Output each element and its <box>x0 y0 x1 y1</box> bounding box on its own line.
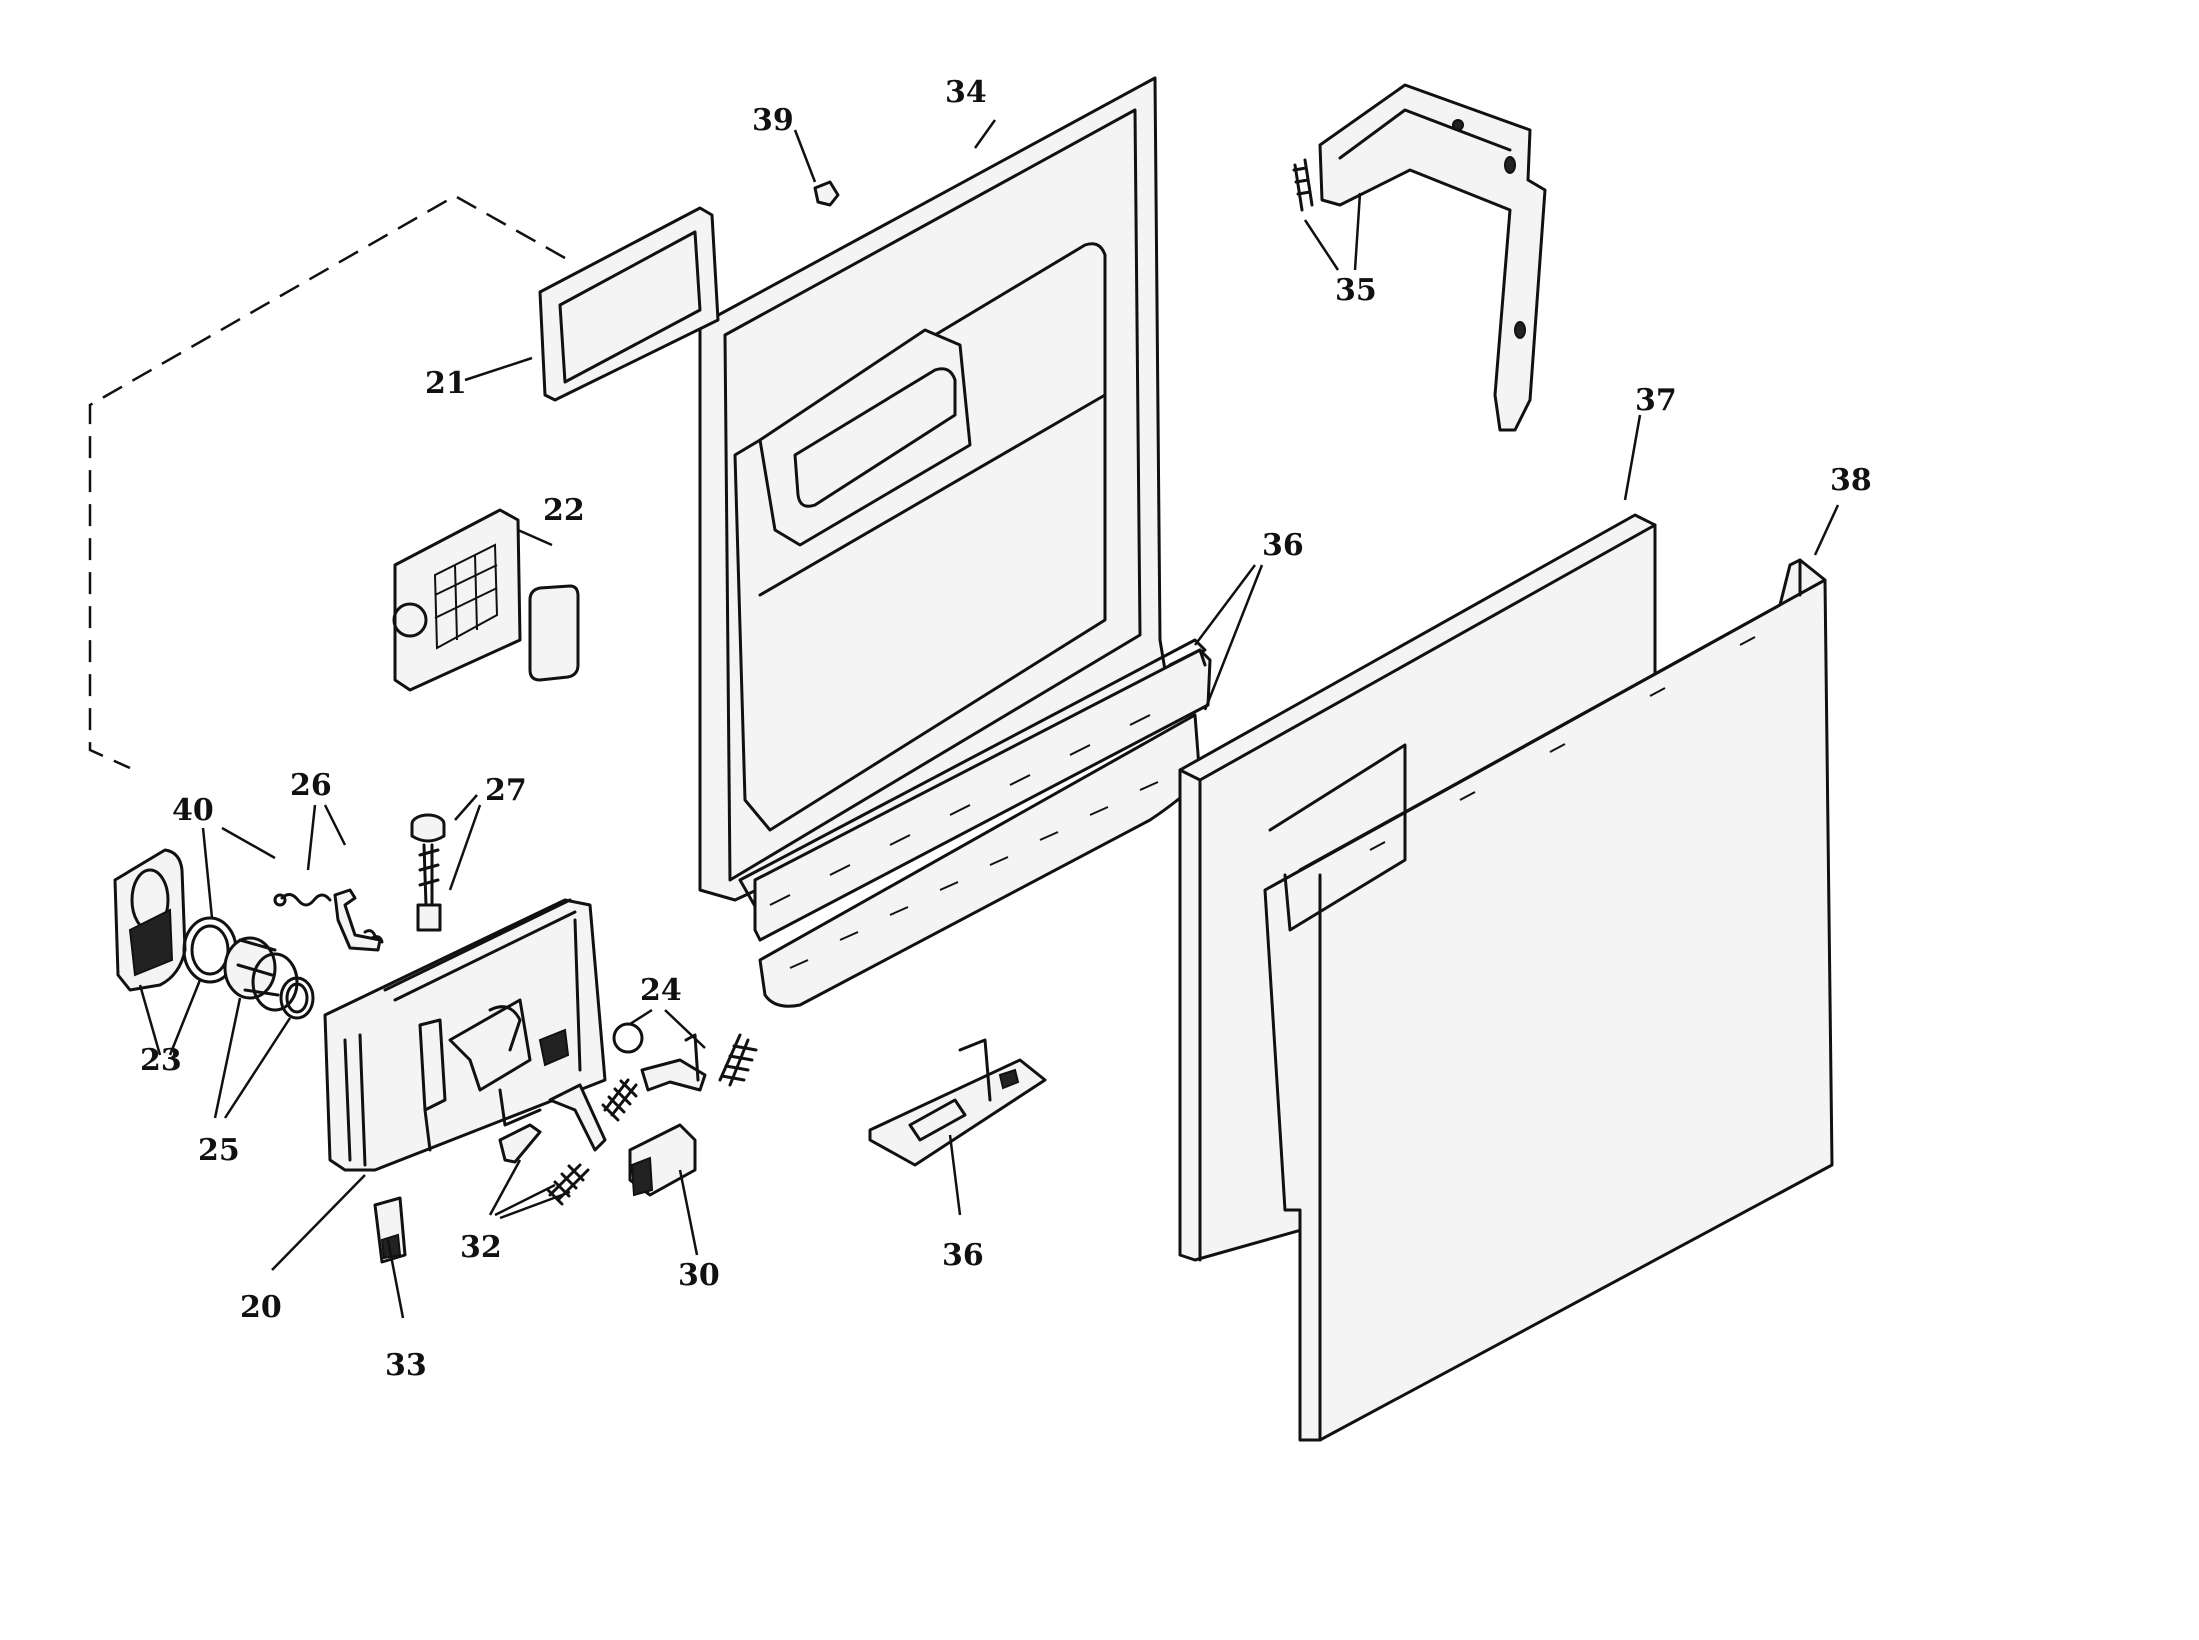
part-32-clip <box>373 1196 407 1264</box>
assembly-guide-dashed-line <box>88 194 566 770</box>
leader-lines <box>138 119 1840 1319</box>
callout-34: 35 <box>1335 273 1377 308</box>
callout-32: 33 <box>385 1348 427 1383</box>
part-20-dispenser-body <box>323 898 607 1172</box>
part-34-hinge-arm <box>1292 83 1547 432</box>
part-21-gasket <box>538 206 720 402</box>
callout-30: 30 <box>678 1258 720 1293</box>
part-33-inner-door-liner <box>698 76 1207 917</box>
callout-31: 32 <box>460 1230 502 1265</box>
callout-40: 40 <box>172 793 214 828</box>
part-22-filter-cover <box>392 508 580 692</box>
callout-39: 39 <box>752 103 794 138</box>
part-36-bracket <box>868 1038 1047 1167</box>
part-24-ball-latch-spring <box>612 1022 758 1092</box>
callout-26: 26 <box>290 768 332 803</box>
part-39-screw <box>813 180 840 207</box>
callout-35: 36 <box>1262 528 1304 563</box>
part-25-dispenser-cap <box>223 936 315 1020</box>
callout-37: 37 <box>1635 383 1677 418</box>
part-30-switch-block <box>628 1123 697 1197</box>
callout-33: 34 <box>945 75 987 110</box>
callout-23: 23 <box>140 1043 182 1078</box>
part-31-slides-and-springs <box>498 1078 638 1206</box>
part-27-plunger <box>410 813 446 932</box>
part-26-spring-and-lever <box>273 888 384 952</box>
part-23-cover-and-seal <box>113 848 238 992</box>
callout-24: 24 <box>640 973 682 1008</box>
callout-27: 27 <box>485 773 527 808</box>
callout-21: 21 <box>425 366 467 401</box>
callout-22: 22 <box>543 493 585 528</box>
callout-36: 36 <box>942 1238 984 1273</box>
callout-25: 25 <box>198 1133 240 1168</box>
callout-38: 38 <box>1830 463 1872 498</box>
callout-20: 20 <box>240 1290 282 1325</box>
part-38-outer-door-panel <box>1263 558 1834 1442</box>
